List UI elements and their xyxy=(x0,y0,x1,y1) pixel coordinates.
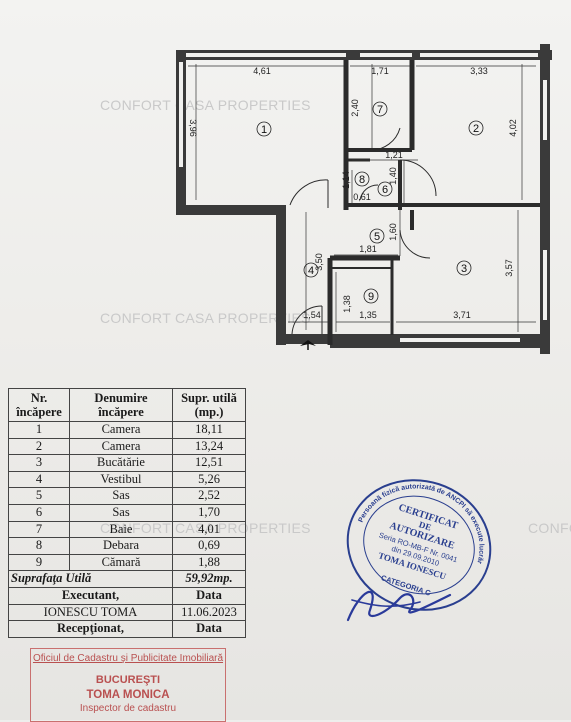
room-number-4: 4 xyxy=(308,265,314,277)
cell-area: 2,52 xyxy=(172,487,246,505)
room-number-7: 7 xyxy=(377,104,383,116)
cell-nr: 1 xyxy=(8,421,70,439)
dim-121: 1,21 xyxy=(385,150,403,160)
dim-138: 1,38 xyxy=(342,295,352,313)
executant-name: IONESCU TOMA xyxy=(8,603,173,622)
header-area: Supr. utilă (mp.) xyxy=(172,388,246,422)
dim-396: 3,96 xyxy=(188,119,198,137)
dim-371: 3,71 xyxy=(453,310,471,320)
table-header-row: Nr. încăpere Denumire încăpere Supr. uti… xyxy=(8,388,246,422)
signature xyxy=(346,590,452,622)
room-number-6: 6 xyxy=(382,184,388,196)
cell-nr: 5 xyxy=(8,487,70,505)
stamp-city: BUCUREŞTI xyxy=(95,674,161,686)
cell-name: Sas xyxy=(69,487,173,505)
cell-area: 1,88 xyxy=(172,553,246,572)
room-number-8: 8 xyxy=(359,174,365,186)
dim-135: 1,35 xyxy=(359,310,377,320)
watermark-top: CONFORT CASA PROPERTIES xyxy=(100,97,311,113)
cell-area: 0,69 xyxy=(172,537,246,555)
stamp-office-name: Oficiul de Cadastru şi Publicitate Imobi… xyxy=(32,653,224,664)
cell-name: Camera xyxy=(69,437,173,456)
cell-area: 18,11 xyxy=(172,421,246,439)
header-name: Denumire încăpere xyxy=(69,388,173,422)
cell-nr: 4 xyxy=(8,470,70,489)
cell-area: 13,24 xyxy=(172,437,246,456)
header-nr: Nr. încăpere xyxy=(8,388,70,422)
dim-240: 2,40 xyxy=(350,99,360,117)
cell-area: 4,01 xyxy=(172,520,246,539)
dim-350: 3,50 xyxy=(314,253,324,271)
cell-nr: 8 xyxy=(8,537,70,555)
cell-nr: 3 xyxy=(8,454,70,472)
cell-name: Cămară xyxy=(69,553,173,572)
cell-name: Debara xyxy=(69,537,173,555)
watermark-right: CONFOR xyxy=(528,520,571,536)
room-number-3: 3 xyxy=(461,263,467,275)
dim-402: 4,02 xyxy=(508,119,518,137)
stamp-title-2: DE xyxy=(418,519,433,532)
cell-name: Baie xyxy=(69,520,173,539)
dim-171: 1,71 xyxy=(371,66,389,76)
dim-154: 1,54 xyxy=(303,310,321,320)
entrance-arrow-icon xyxy=(300,340,316,350)
cell-name: Sas xyxy=(69,503,173,522)
cell-name: Bucătărie xyxy=(69,454,173,472)
watermark-middle: CONFORT CASA PROPERTIES xyxy=(100,310,311,326)
executant-date-label: Data xyxy=(172,586,246,605)
total-label: Suprafaţa Utilă xyxy=(8,570,173,588)
cell-name: Camera xyxy=(69,421,173,439)
room-number-5: 5 xyxy=(374,231,380,243)
room-number-1: 1 xyxy=(261,124,267,136)
cadastre-office-stamp: Oficiul de Cadastru şi Publicitate Imobi… xyxy=(30,648,226,722)
stamp-inspector-title: Inspector de cadastru xyxy=(79,703,177,714)
stamp-inspector-name: TOMA MONICA xyxy=(86,689,170,701)
cell-area: 5,26 xyxy=(172,470,246,489)
executant-label: Executant, xyxy=(8,586,173,605)
dim-461: 4,61 xyxy=(253,66,271,76)
cell-nr: 6 xyxy=(8,503,70,522)
room-number-9: 9 xyxy=(368,291,374,303)
dim-333: 3,33 xyxy=(470,66,488,76)
floor-plan: 4,61 1,71 3,33 3,96 2,40 4,02 1,21 1,40 … xyxy=(176,44,552,354)
executant-header-row: Executant, Data xyxy=(8,586,246,605)
cell-name: Vestibul xyxy=(69,470,173,489)
cell-nr: 2 xyxy=(8,437,70,456)
dim-140: 1,40 xyxy=(388,167,398,185)
dim-114: 1,14 xyxy=(341,171,351,189)
cell-nr: 7 xyxy=(8,520,70,539)
certificate-stamp: Persoană fizică autorizată de ANCPI să e… xyxy=(338,470,502,611)
cell-area: 12,51 xyxy=(172,454,246,472)
room-number-2: 2 xyxy=(473,123,479,135)
cell-area: 1,70 xyxy=(172,503,246,522)
dim-357: 3,57 xyxy=(504,259,514,277)
rooms-table: Nr. încăpere Denumire încăpere Supr. uti… xyxy=(8,388,246,638)
dim-160: 1,60 xyxy=(388,223,398,241)
cell-nr: 9 xyxy=(8,553,70,572)
total-value: 59,92mp. xyxy=(172,570,246,588)
dim-181: 1,81 xyxy=(359,244,377,254)
receptionat-header-row: Recepţionat, Data xyxy=(8,620,246,638)
dim-061: 0,61 xyxy=(353,192,371,202)
total-row: Suprafaţa Utilă 59,92mp. xyxy=(8,570,246,588)
executant-date: 11.06.2023 xyxy=(172,603,246,622)
receptionat-date-label: Data xyxy=(172,620,246,638)
executant-row: IONESCU TOMA 11.06.2023 xyxy=(8,603,246,622)
receptionat-label: Recepţionat, xyxy=(8,620,173,638)
